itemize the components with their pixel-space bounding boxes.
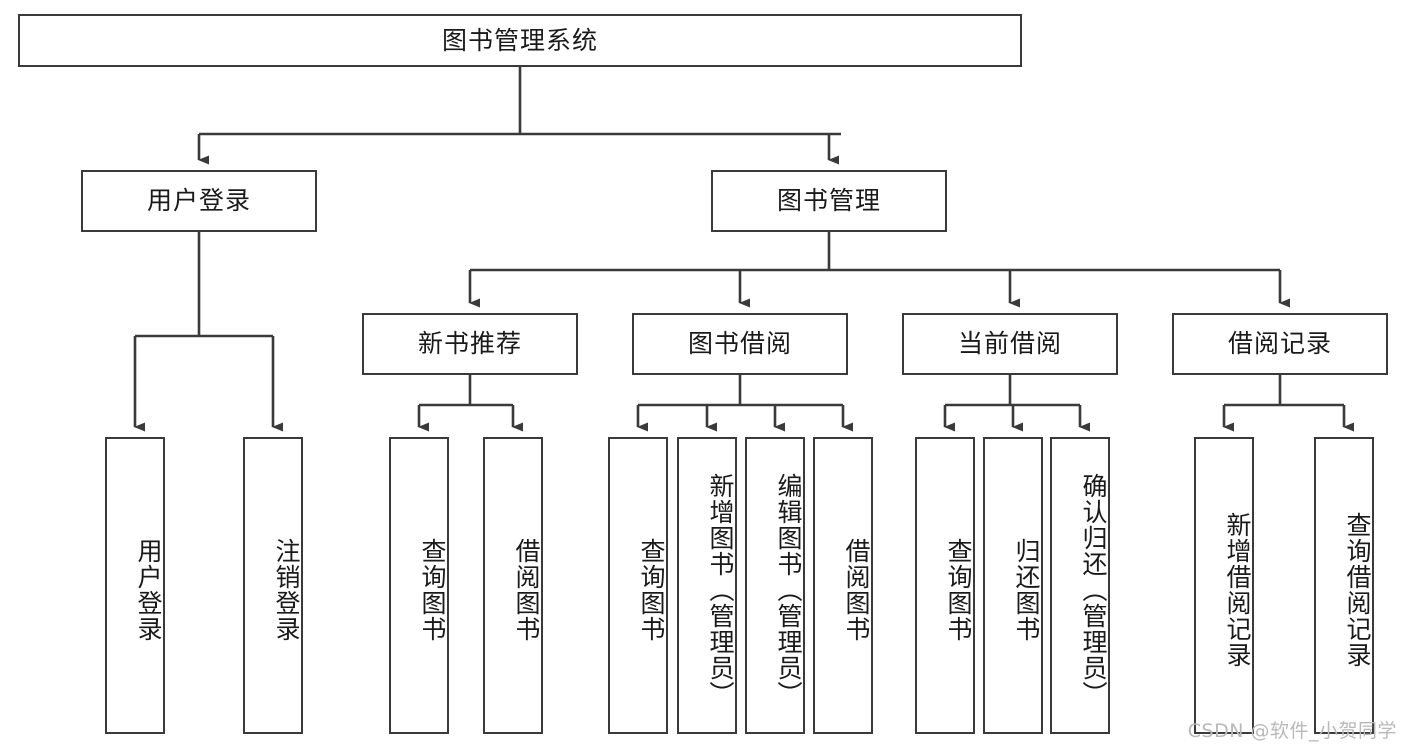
node-leaf-borrow-book-rec[interactable]: 借阅图书 (483, 437, 543, 734)
node-leaf-query-book-rec[interactable]: 查询图书 (389, 437, 449, 734)
node-user-login[interactable]: 用户登录 (81, 170, 317, 232)
node-label: 图书借阅 (687, 329, 792, 358)
node-leaf-add-book-admin[interactable]: 新增图书（管理员） (677, 437, 737, 734)
node-label: 用户登录 (134, 537, 163, 642)
node-label: 图书管理 (776, 186, 881, 215)
node-current-borrowing[interactable]: 当前借阅 (902, 313, 1118, 375)
node-leaf-logout[interactable]: 注销登录 (243, 437, 303, 734)
node-label: 确认归还（管理员） (1079, 472, 1108, 707)
node-label: 借阅记录 (1227, 329, 1332, 358)
node-label: 查询图书 (944, 537, 973, 642)
node-label: 查询借阅记录 (1343, 511, 1372, 668)
node-leaf-query-book-borrow[interactable]: 查询图书 (608, 437, 668, 734)
node-label: 用户登录 (146, 186, 251, 215)
node-leaf-edit-book-admin[interactable]: 编辑图书（管理员） (745, 437, 805, 734)
node-leaf-query-borrow-record[interactable]: 查询借阅记录 (1314, 437, 1374, 734)
node-label: 当前借阅 (957, 329, 1062, 358)
node-label: 编辑图书（管理员） (774, 472, 803, 707)
node-label: 借阅图书 (512, 537, 541, 642)
node-leaf-user-login[interactable]: 用户登录 (105, 437, 165, 734)
node-leaf-query-book-current[interactable]: 查询图书 (915, 437, 975, 734)
node-label: 归还图书 (1012, 537, 1041, 642)
node-book-management[interactable]: 图书管理 (711, 170, 947, 232)
node-label: 查询图书 (637, 537, 666, 642)
node-borrowing-record[interactable]: 借阅记录 (1172, 313, 1388, 375)
node-label: 图书管理系统 (441, 25, 598, 55)
node-label: 新书推荐 (417, 329, 522, 358)
node-book-borrowing[interactable]: 图书借阅 (632, 313, 848, 375)
node-leaf-add-borrow-record[interactable]: 新增借阅记录 (1194, 437, 1254, 734)
node-label: 借阅图书 (842, 537, 871, 642)
node-label: 新增图书（管理员） (706, 472, 735, 707)
node-label: 查询图书 (418, 537, 447, 642)
node-leaf-return-book[interactable]: 归还图书 (983, 437, 1043, 734)
node-root-system[interactable]: 图书管理系统 (18, 14, 1022, 67)
node-new-book-recommendation[interactable]: 新书推荐 (362, 313, 578, 375)
watermark-text: CSDN @软件_小贺同学 (1187, 720, 1397, 742)
node-leaf-borrow-book[interactable]: 借阅图书 (813, 437, 873, 734)
node-leaf-confirm-return-admin[interactable]: 确认归还（管理员） (1050, 437, 1110, 734)
node-label: 新增借阅记录 (1223, 511, 1252, 668)
node-label: 注销登录 (272, 537, 301, 642)
